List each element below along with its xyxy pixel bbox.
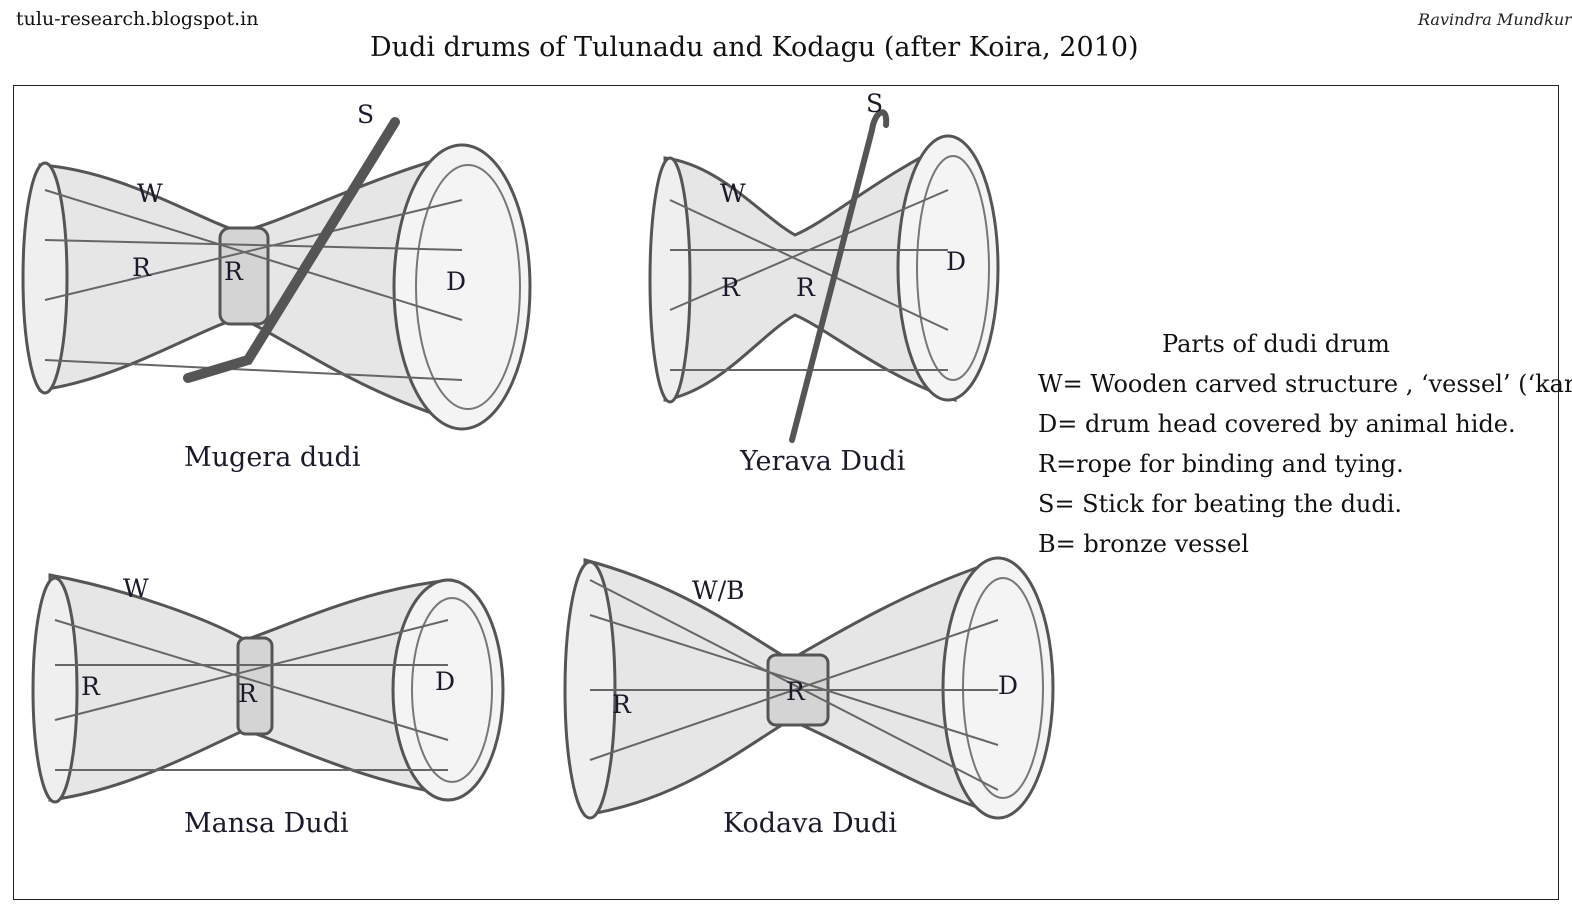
mugera-label-r2: R (224, 257, 244, 286)
legend-heading: Parts of dudi drum (1162, 330, 1390, 358)
yerava-drum-head-inner (916, 155, 990, 381)
mansa-label-w: W (123, 574, 149, 603)
mugera-label-s: S (357, 100, 374, 129)
mugera-label-d: D (446, 267, 466, 296)
yerava-name: Yerava Dudi (739, 446, 906, 477)
legend-item-s: S= Stick for beating the dudi. (1038, 490, 1403, 518)
author-signature: Ravindra Mundkur (1418, 10, 1572, 29)
yerava-stick (789, 109, 890, 443)
yerava-dudi-drawing: S W R R D Yerava Dudi (648, 89, 1000, 477)
yerava-label-r1: R (721, 273, 741, 302)
mansa-left-rim (31, 576, 79, 804)
parts-legend: Parts of dudi drum W= Wooden carved stru… (1038, 330, 1572, 570)
figure-frame (13, 85, 1559, 900)
mugera-left-rim (21, 161, 69, 395)
mansa-dudi-drawing: W R R D Mansa Dudi (31, 573, 505, 839)
mugera-label-r1: R (132, 253, 152, 282)
mansa-drum-head-inner (411, 597, 493, 783)
legend-item-r: R=rope for binding and tying. (1038, 450, 1404, 478)
mugera-label-w: W (137, 179, 163, 208)
yerava-left-rim (648, 156, 692, 404)
mugera-rope-binding (218, 226, 270, 326)
kodava-label-r1: R (612, 690, 632, 719)
kodava-dudi-drawing: W/B R R D Kodava Dudi (563, 556, 1055, 839)
mugera-ropes (44, 189, 463, 381)
kodava-label-wb: W/B (692, 576, 745, 605)
legend-item-b: B= bronze vessel (1038, 530, 1249, 558)
yerava-label-s: S (866, 89, 883, 118)
mansa-name: Mansa Dudi (184, 808, 349, 839)
mugera-drum-head-inner (415, 164, 521, 410)
page-title: Dudi drums of Tulunadu and Kodagu (after… (370, 32, 1139, 63)
yerava-label-d: D (946, 247, 966, 276)
mansa-label-d: D (435, 667, 455, 696)
site-url: tulu-research.blogspot.in (16, 8, 259, 30)
yerava-label-r2: R (796, 273, 816, 302)
mugera-stick (183, 117, 400, 383)
mugera-name: Mugera dudi (184, 442, 361, 473)
kodava-label-d: D (998, 671, 1018, 700)
mugera-drum-head (392, 143, 532, 431)
mansa-ropes (54, 619, 449, 771)
kodava-ropes (589, 579, 999, 791)
mansa-label-r1: R (81, 672, 101, 701)
yerava-label-w: W (720, 179, 746, 208)
legend-item-d: D= drum head covered by animal hide. (1038, 410, 1516, 438)
legend-item-w: W= Wooden carved structure , ‘vessel’ (‘… (1038, 370, 1572, 398)
mugera-dudi-drawing: S W R R D Mugera dudi (21, 100, 532, 473)
kodava-name: Kodava Dudi (723, 808, 897, 839)
kodava-label-r2: R (786, 677, 806, 706)
mansa-label-r2: R (238, 679, 258, 708)
kodava-drum-head-inner (962, 577, 1044, 799)
